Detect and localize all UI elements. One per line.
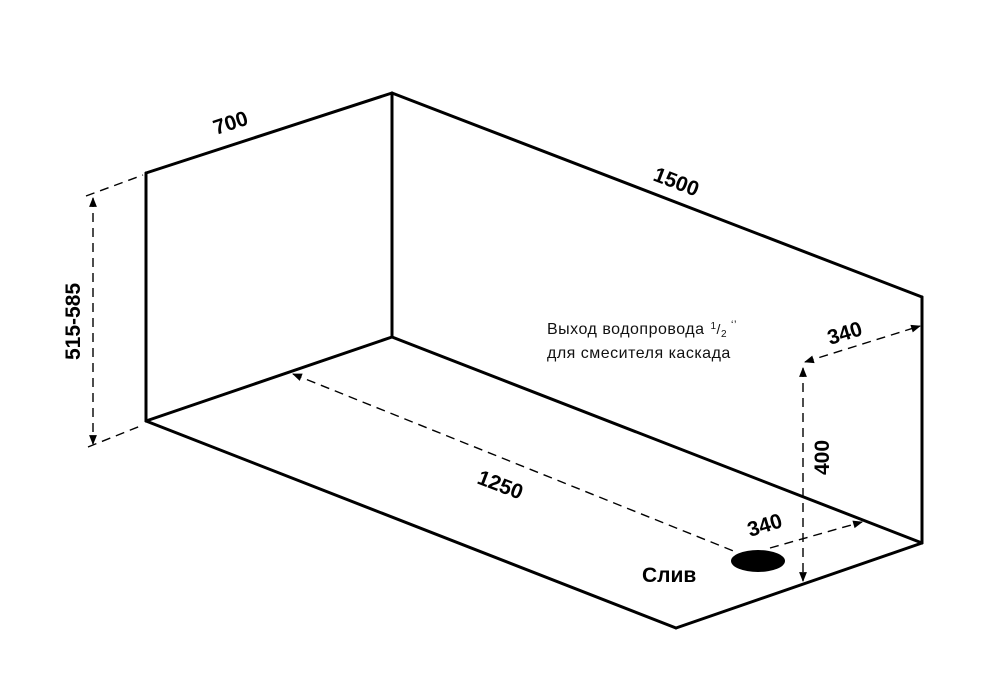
inch-mark: ‘’ <box>731 319 737 331</box>
fraction-numerator: 1 <box>710 321 716 332</box>
extension-line-top <box>85 174 144 197</box>
extension-line-bottom <box>87 424 144 448</box>
outlet-note-text: Выход водопровода <box>547 321 704 338</box>
edge-floor-back <box>390 335 924 545</box>
bathtub-outline <box>144 91 924 630</box>
length-1250-dimension-line <box>292 373 737 553</box>
drain-label: Слив <box>642 564 696 587</box>
outlet-offset-dimension-line <box>804 324 921 364</box>
edge-floor-left <box>144 335 394 423</box>
edge-top-back <box>390 91 924 299</box>
dimension-drain-340: 340 <box>745 510 785 542</box>
dimension-lines <box>85 174 921 582</box>
outlet-note-line2: для смесителя каскада <box>547 345 731 362</box>
fraction-denominator: 2 <box>721 329 727 340</box>
edge-floor-right <box>674 541 924 630</box>
edge-top-left <box>144 91 394 175</box>
dimension-1250: 1250 <box>474 466 526 504</box>
drain-offset-dimension-line <box>769 520 863 549</box>
dimension-outlet-340: 340 <box>825 318 865 350</box>
drain-hole <box>731 550 785 572</box>
dimension-700: 700 <box>210 107 250 140</box>
dimension-400: 400 <box>811 440 834 475</box>
dimension-515-585: 515-585 <box>62 283 85 360</box>
edge-floor-front <box>144 419 678 630</box>
